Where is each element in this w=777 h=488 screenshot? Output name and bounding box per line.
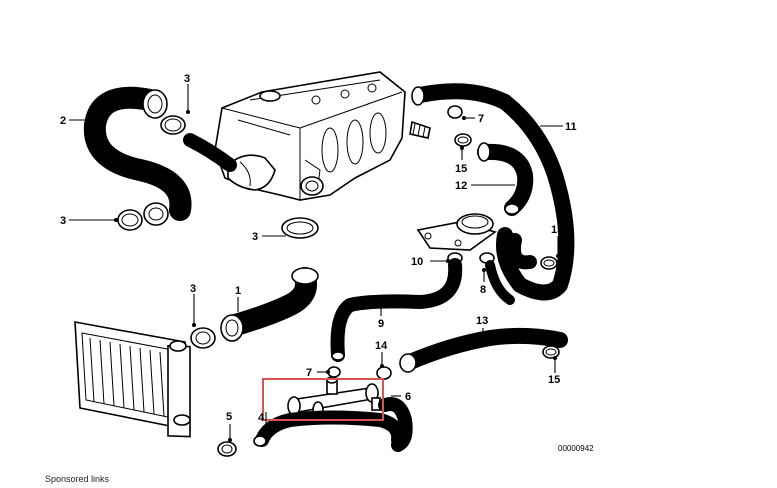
part-label-2: 2 <box>60 115 66 127</box>
part-label-12: 12 <box>455 180 467 192</box>
part-number-labels: 2 3 3 3 1 3 5 4 6 7 14 13 15 9 10 8 15 1… <box>60 73 577 424</box>
part-label-3: 3 <box>252 231 258 243</box>
clamp-7-upper <box>447 105 463 119</box>
clamp-14 <box>376 366 392 380</box>
nipple-connector <box>409 120 431 139</box>
part-label-14: 14 <box>375 340 388 352</box>
hose-1 <box>220 267 319 342</box>
coolant-pipe-assembly <box>287 376 381 419</box>
part-label-4: 4 <box>258 412 265 424</box>
figure-id: 00000942 <box>558 444 594 453</box>
clamp-5 <box>217 441 237 457</box>
clamp-15-right <box>540 256 558 270</box>
part-label-3: 3 <box>184 73 190 85</box>
part-label-15: 15 <box>455 163 467 175</box>
hose-2 <box>83 86 192 226</box>
clamp-15-upper <box>454 133 472 147</box>
clamp-3-upper <box>160 115 186 135</box>
highlight-box <box>262 378 384 421</box>
clamp-3-left <box>117 209 143 231</box>
hose-8-stub <box>485 260 515 305</box>
part-label-3: 3 <box>190 283 196 295</box>
hose-upper-connector <box>183 133 237 172</box>
part-label-3: 3 <box>60 215 66 227</box>
part-label-8: 8 <box>480 284 486 296</box>
clamp-3-lower <box>190 327 216 349</box>
part-label-6: 6 <box>405 391 411 403</box>
part-label-9: 9 <box>378 318 384 330</box>
hose-12 <box>477 142 534 216</box>
hose-11-lower-loop <box>507 233 537 270</box>
part-label-15: 15 <box>551 224 563 236</box>
heater-flange <box>416 213 497 251</box>
clamp-3-middle <box>281 217 319 239</box>
hose-13 <box>399 327 568 373</box>
part-label-11: 11 <box>565 121 577 133</box>
part-label-15: 15 <box>548 374 560 386</box>
clamp-15-lower <box>542 345 560 359</box>
hose-4 <box>253 410 406 447</box>
part-label-1: 1 <box>235 285 241 297</box>
part-label-7: 7 <box>306 367 312 379</box>
part-label-13: 13 <box>476 315 488 327</box>
hose-6 <box>378 397 413 452</box>
hose-11 <box>411 83 575 301</box>
part-label-5: 5 <box>226 411 232 423</box>
sponsored-links-label: Sponsored links <box>45 474 110 484</box>
radiator <box>74 321 191 438</box>
part-label-10: 10 <box>411 256 423 268</box>
leader-lines <box>69 84 563 442</box>
part-label-7: 7 <box>478 113 484 125</box>
engine-outlet-elbow <box>227 154 276 191</box>
